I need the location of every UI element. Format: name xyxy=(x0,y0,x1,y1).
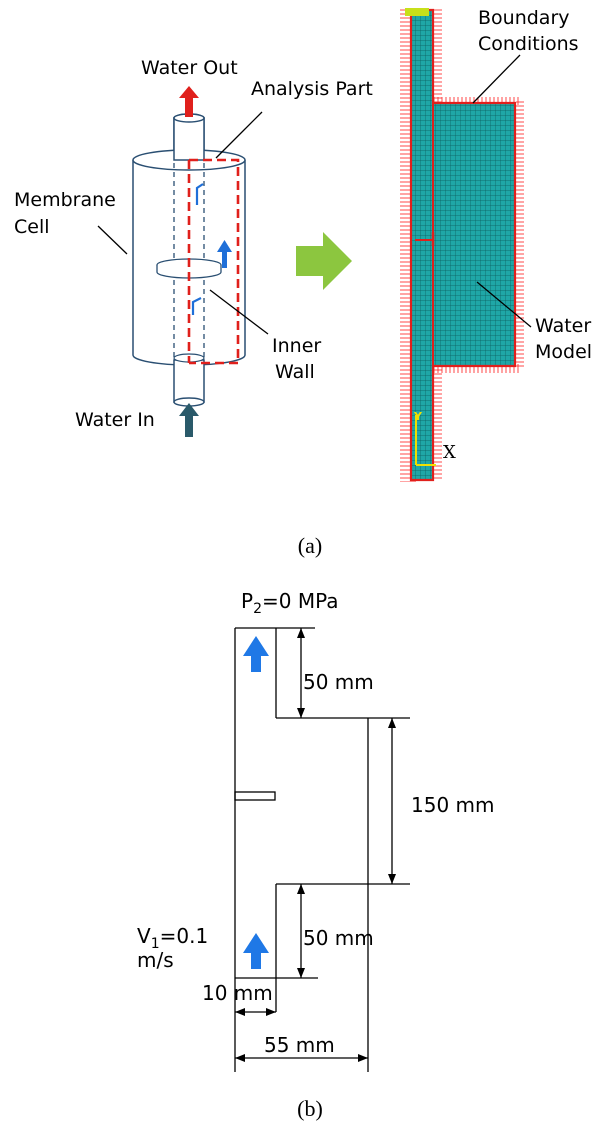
label-analysis-part: Analysis Part xyxy=(251,78,373,100)
dimension-sketch xyxy=(234,627,410,1072)
boundary-ticks-top xyxy=(433,97,519,105)
label-water-out: Water Out xyxy=(141,57,238,79)
inlet-pipe xyxy=(173,359,205,403)
dim-label-large-width: 55 mm xyxy=(264,1033,335,1057)
boundary-outline xyxy=(409,8,517,482)
label-cell: Cell xyxy=(14,216,50,238)
label-inner: Inner xyxy=(272,335,321,357)
membrane-leader-line xyxy=(97,225,128,255)
flow-arrow-icon xyxy=(195,183,204,205)
dim-label-bottom: 50 mm xyxy=(303,926,374,950)
dim-label-mid: 150 mm xyxy=(411,793,495,817)
label-boundary: Boundary xyxy=(478,7,570,29)
mesh-channel xyxy=(411,10,433,480)
label-water-in: Water In xyxy=(75,409,155,431)
boundary-ticks-bottom xyxy=(433,364,521,373)
axis-x-label: X xyxy=(443,442,456,463)
label-membrane: Membrane xyxy=(14,189,116,211)
caption-b: (b) xyxy=(297,1096,323,1121)
fe-mesh-model: Y xyxy=(400,8,532,482)
inlet-flow-arrow-icon xyxy=(243,933,269,969)
flow-up-arrow-icon xyxy=(217,240,232,268)
label-water: Water xyxy=(535,315,591,337)
caption-a: (a) xyxy=(298,533,322,558)
analysis-leader-line xyxy=(215,111,263,159)
label-model: Model xyxy=(535,341,592,363)
inner-wall-leader-line xyxy=(209,289,269,335)
label-v1-unit: m/s xyxy=(137,948,174,972)
boundary-leader-line xyxy=(472,54,521,104)
dim-label-small-width: 10 mm xyxy=(202,981,273,1005)
mesh-block xyxy=(431,103,515,366)
label-wall: Wall xyxy=(275,361,315,383)
boundary-ticks-right xyxy=(516,101,524,369)
outlet-flow-arrow-icon xyxy=(243,636,269,672)
transition-arrow-icon xyxy=(296,232,352,290)
water-model-leader-line xyxy=(476,281,532,328)
dim-label-top: 50 mm xyxy=(303,670,374,694)
spacer-plate xyxy=(234,791,276,801)
dimension-arrowheads xyxy=(235,628,396,1062)
water-out-arrow-icon xyxy=(179,86,199,117)
label-conditions: Conditions xyxy=(478,33,579,55)
label-p2: P2=0 MPa xyxy=(241,589,339,617)
membrane-cell-sketch xyxy=(97,86,269,437)
flow-arrow-icon xyxy=(191,297,202,315)
water-in-arrow-icon xyxy=(179,403,199,437)
label-v1: V1=0.1 xyxy=(137,924,208,952)
axis-y-label: Y xyxy=(413,410,423,423)
